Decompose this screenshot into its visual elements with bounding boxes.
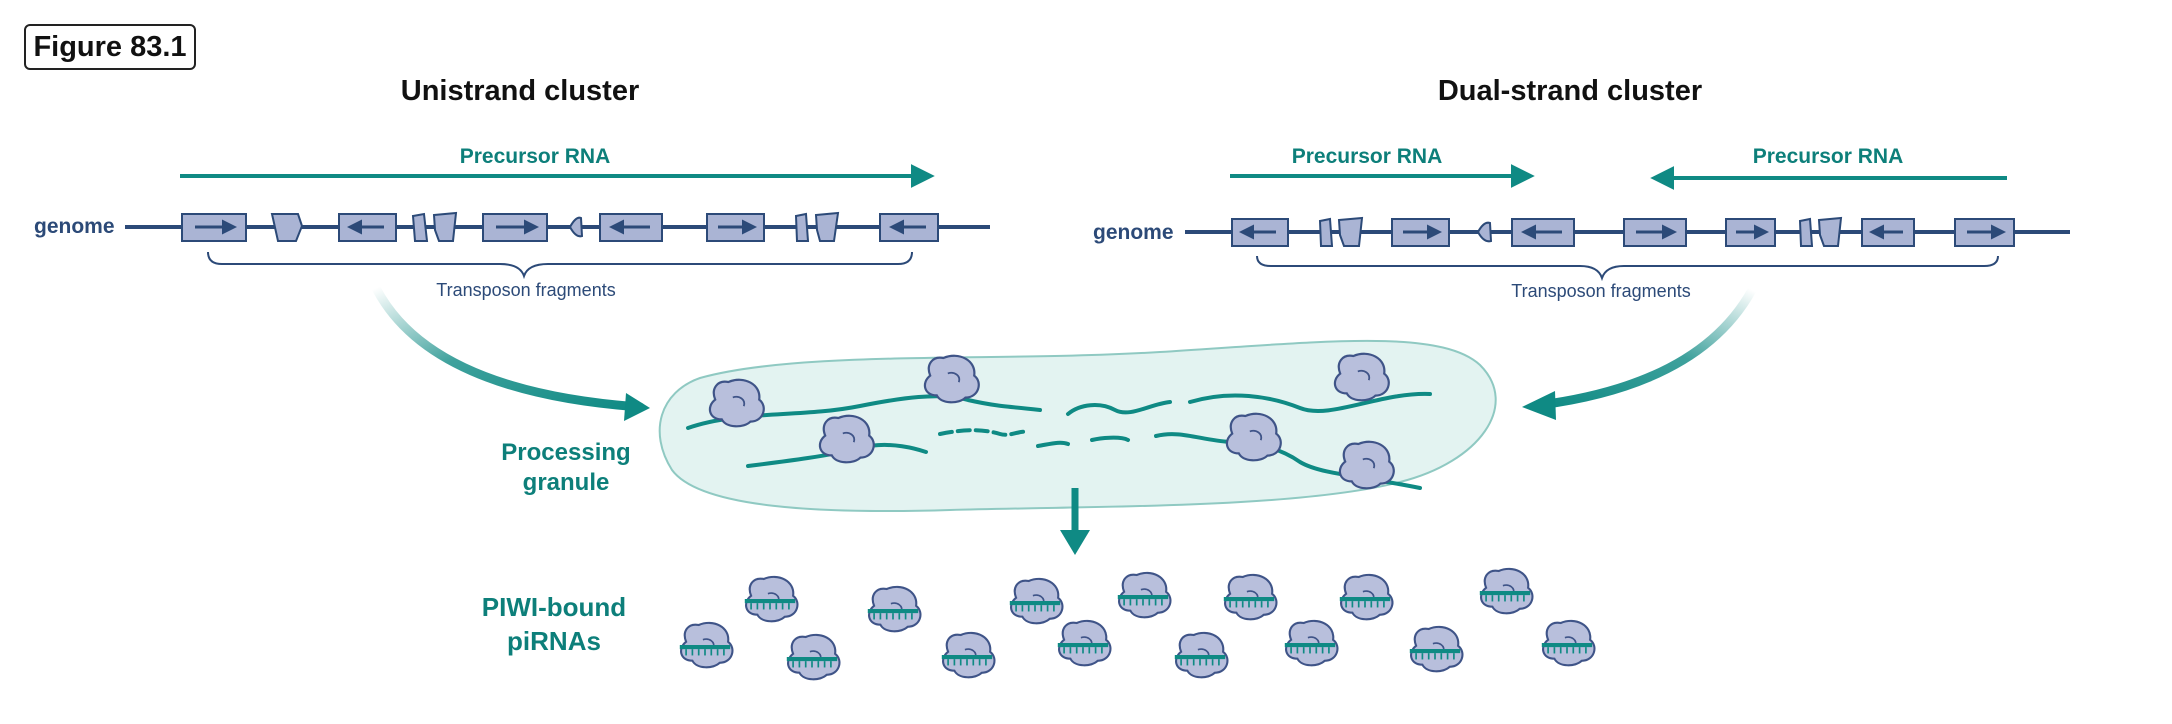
piwi-protein bbox=[818, 414, 875, 464]
piwi-pirna-complex bbox=[1223, 573, 1278, 621]
piwi-pirna-complex bbox=[1409, 625, 1464, 673]
piwi-protein bbox=[1338, 440, 1395, 490]
piwi-pirna-complexes bbox=[679, 567, 1596, 681]
flow-arrowhead-left bbox=[624, 393, 650, 421]
piwi-pirna-complex bbox=[1009, 577, 1064, 625]
dualstrand-genome-label: genome bbox=[1093, 221, 1174, 244]
unistrand-genome-label: genome bbox=[34, 215, 115, 238]
granule-piwi-proteins bbox=[708, 352, 1395, 490]
flow-arrow-left bbox=[371, 283, 645, 412]
piwi-protein bbox=[708, 378, 765, 428]
figure-label: Figure 83.1 bbox=[24, 24, 196, 70]
dualstrand-fragments-brace bbox=[1256, 255, 1999, 282]
piwi-protein bbox=[1333, 352, 1390, 402]
piwi-pirna-complex bbox=[1174, 631, 1229, 679]
processing-granule: Processing granule bbox=[501, 339, 1497, 513]
granule-label-line1: Processing bbox=[501, 439, 630, 466]
precursor-rna-strand bbox=[1188, 391, 1432, 413]
transposon-fragment bbox=[794, 212, 810, 242]
unistrand-title: Unistrand cluster bbox=[401, 75, 640, 107]
piwi-pirna-complex bbox=[786, 633, 841, 681]
piwi-pirna-complex bbox=[1541, 619, 1596, 667]
piwi-pirna-complex bbox=[867, 585, 922, 633]
unistrand-cluster: Precursor RNA genome Transp bbox=[34, 145, 990, 300]
flow-arrowhead-right bbox=[1522, 391, 1556, 420]
transposon-fragment bbox=[411, 212, 429, 242]
granule-body bbox=[658, 339, 1497, 513]
dualstrand-precursor-label-right: Precursor RNA bbox=[1753, 145, 1904, 168]
transposon-fragment bbox=[1817, 216, 1843, 247]
piwi-label-line2: piRNAs bbox=[507, 626, 601, 656]
piwi-pirna-complex bbox=[941, 631, 996, 679]
transposon-fragment bbox=[432, 211, 458, 242]
piwi-protein bbox=[1225, 412, 1282, 462]
transposon-fragment bbox=[1318, 217, 1334, 247]
cleaved-rna-fragment bbox=[1036, 440, 1070, 448]
piwi-pirna-complex bbox=[1479, 567, 1534, 615]
unistrand-fragments-brace bbox=[207, 251, 913, 280]
granule-label-line2: granule bbox=[523, 469, 610, 496]
transposon-fragment bbox=[568, 216, 584, 238]
dualstrand-precursor-label-left: Precursor RNA bbox=[1292, 145, 1443, 168]
piwi-pirna-complex bbox=[744, 575, 799, 623]
piwi-pirna-complex bbox=[1339, 573, 1394, 621]
piwi-pirna-complex bbox=[1117, 571, 1172, 619]
transposon-fragment bbox=[270, 213, 304, 242]
piwi-protein bbox=[923, 354, 980, 404]
transposon-fragment bbox=[1798, 217, 1814, 247]
transposon-fragment bbox=[1337, 216, 1364, 247]
dualstrand-fragments-label: Transposon fragments bbox=[1511, 281, 1690, 301]
piwi-label-line1: PIWI-bound bbox=[482, 592, 626, 622]
cleaved-rna-fragment bbox=[938, 428, 1030, 437]
piwi-pirna-complex bbox=[1057, 619, 1112, 667]
transposon-elements bbox=[1231, 216, 2015, 247]
cleaved-rna-fragment bbox=[1090, 435, 1130, 442]
transposon-elements bbox=[181, 211, 939, 242]
unistrand-precursor-label: Precursor RNA bbox=[460, 145, 611, 168]
dualstrand-cluster: Precursor RNA Precursor RNA genome bbox=[1093, 145, 2070, 301]
output-arrowhead bbox=[1060, 530, 1090, 555]
precursor-rna-strand bbox=[1066, 400, 1172, 416]
piwi-pirna-complex bbox=[679, 621, 734, 669]
unistrand-fragments-label: Transposon fragments bbox=[436, 280, 615, 300]
dualstrand-title: Dual-strand cluster bbox=[1438, 75, 1702, 107]
flow-arrow-right bbox=[1535, 285, 1757, 410]
transposon-fragment bbox=[814, 211, 840, 242]
piwi-pirna-complex bbox=[1284, 619, 1339, 667]
transposon-fragment bbox=[1476, 221, 1493, 243]
